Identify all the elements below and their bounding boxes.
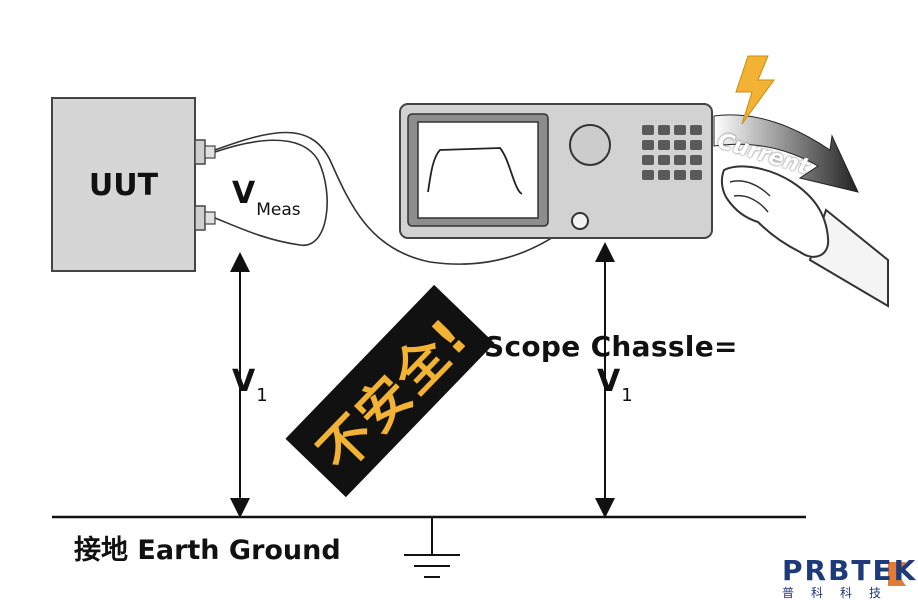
lightning-icon <box>735 55 775 125</box>
scope-keypad <box>642 125 702 180</box>
v-meas-label: VMeas <box>232 176 301 220</box>
v1-left-label: V1 <box>232 364 268 406</box>
uut-connector-bottom <box>194 205 216 231</box>
probe-cable <box>214 131 576 265</box>
hand-icon <box>720 165 889 308</box>
scope-probe-input <box>571 212 589 230</box>
v1-right-sub: 1 <box>621 385 633 406</box>
brand-logo: PRBTEK 普科科技 <box>782 554 918 601</box>
v-meas-main: V <box>232 176 256 211</box>
logo-word: PRBTEK <box>782 554 918 587</box>
oscilloscope <box>399 103 713 239</box>
v1-right-main: V <box>597 364 621 399</box>
v-meas-sub: Meas <box>256 200 301 220</box>
logo-mark-icon <box>888 562 906 586</box>
v1-left-main: V <box>232 364 256 399</box>
scope-knob <box>569 124 611 166</box>
scope-waveform <box>427 147 523 195</box>
uut-connector-top <box>194 139 216 165</box>
v1-right-label: V1 <box>597 364 633 406</box>
logo-subtitle: 普科科技 <box>782 586 899 600</box>
ground-symbol-icon <box>404 517 460 578</box>
uut-box <box>51 97 196 272</box>
uut-label: UUT <box>88 168 159 203</box>
probe-loop-wire <box>214 139 328 246</box>
current-arrow <box>713 114 859 193</box>
scope-chassis-label: Scope Chassle= <box>484 330 738 363</box>
v1-left-sub: 1 <box>256 385 268 406</box>
earth-ground-label: 接地 Earth Ground <box>74 535 341 566</box>
